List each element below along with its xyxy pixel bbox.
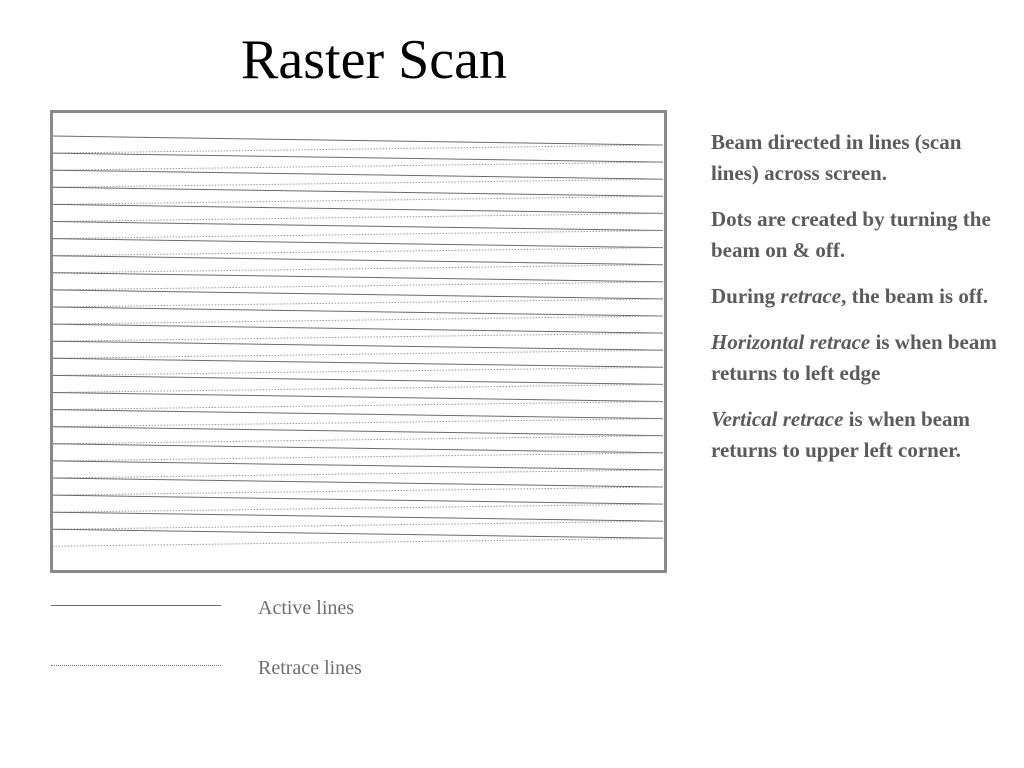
- active-scan-line: [52, 528, 664, 539]
- legend-active-line-sample: [51, 605, 221, 606]
- raster-scan-svg: [50, 110, 667, 573]
- retrace-line: [52, 178, 664, 188]
- retrace-line: [52, 195, 664, 205]
- active-scan-line: [52, 289, 664, 300]
- retrace-line: [52, 264, 664, 274]
- retrace-line: [52, 161, 664, 171]
- retrace-line: [52, 452, 664, 462]
- retrace-line: [52, 503, 664, 513]
- active-scan-line: [52, 426, 664, 437]
- active-scan-line: [52, 255, 664, 266]
- active-scan-line: [52, 357, 664, 368]
- note-retrace-after: , the beam is off.: [841, 284, 989, 308]
- active-scan-line: [52, 409, 664, 420]
- active-scan-line: [52, 135, 664, 146]
- raster-scan-diagram: [50, 110, 667, 573]
- active-scan-line: [52, 169, 664, 180]
- active-scan-line: [52, 511, 664, 522]
- note-horizontal-retrace-text: is when beam returns to left edge: [711, 330, 997, 385]
- retrace-line: [52, 332, 664, 342]
- note-vertical-retrace-text: is when beam returns to upper left corne…: [711, 407, 970, 462]
- active-scan-line: [52, 306, 664, 317]
- slide-title: Raster Scan: [241, 29, 507, 91]
- retrace-line: [52, 230, 664, 240]
- note-dots: Dots are created by turning the beam on …: [711, 207, 991, 262]
- active-scan-line: [52, 477, 664, 488]
- retrace-line: [52, 435, 664, 445]
- retrace-line: [52, 469, 664, 479]
- retrace-line: [52, 349, 664, 359]
- note-horizontal-retrace-term: Horizontal retrace: [711, 330, 871, 354]
- active-scan-line: [52, 460, 664, 471]
- note-vertical-retrace-term: Vertical retrace: [711, 407, 844, 431]
- retrace-line: [52, 144, 664, 154]
- retrace-line: [52, 281, 664, 291]
- legend-retrace-label: Retrace lines: [258, 657, 362, 679]
- note-vertical-retrace: Vertical retrace is when beam returns to…: [711, 404, 1001, 466]
- retrace-line: [52, 486, 664, 496]
- note-retrace-term: retrace: [780, 284, 842, 308]
- active-scan-line: [52, 392, 664, 402]
- retrace-line: [52, 401, 664, 411]
- active-scan-line: [52, 443, 664, 454]
- note-scan-lines: Beam directed in lines (scan lines) acro…: [711, 130, 962, 185]
- retrace-line: [52, 212, 664, 222]
- retrace-line: [52, 298, 664, 308]
- active-scan-line: [52, 272, 664, 283]
- legend-active-label: Active lines: [258, 597, 355, 619]
- vertical-retrace-line: [52, 537, 664, 547]
- note-retrace: During retrace, the beam is off.: [711, 281, 1001, 312]
- active-scan-line: [52, 494, 664, 505]
- active-scan-line: [52, 374, 664, 385]
- active-scan-line: [52, 186, 664, 197]
- screen-frame: [50, 110, 667, 573]
- retrace-line: [52, 315, 664, 325]
- active-scan-line: [52, 221, 664, 231]
- note-retrace-before: During: [711, 284, 781, 308]
- retrace-line: [52, 247, 664, 257]
- retrace-line: [52, 418, 664, 428]
- active-scan-line: [52, 203, 664, 214]
- retrace-line: [52, 520, 664, 530]
- notes-panel: Beam directed in lines (scan lines) acro…: [711, 127, 1001, 481]
- note-horizontal-retrace: Horizontal retrace is when beam returns …: [711, 327, 1001, 389]
- active-scan-line: [52, 340, 664, 351]
- active-scan-line: [52, 323, 664, 334]
- active-scan-line: [52, 152, 664, 163]
- retrace-line: [52, 383, 664, 393]
- legend-retrace-line-sample: [51, 665, 221, 666]
- retrace-line: [52, 366, 664, 376]
- active-scan-line: [52, 238, 664, 249]
